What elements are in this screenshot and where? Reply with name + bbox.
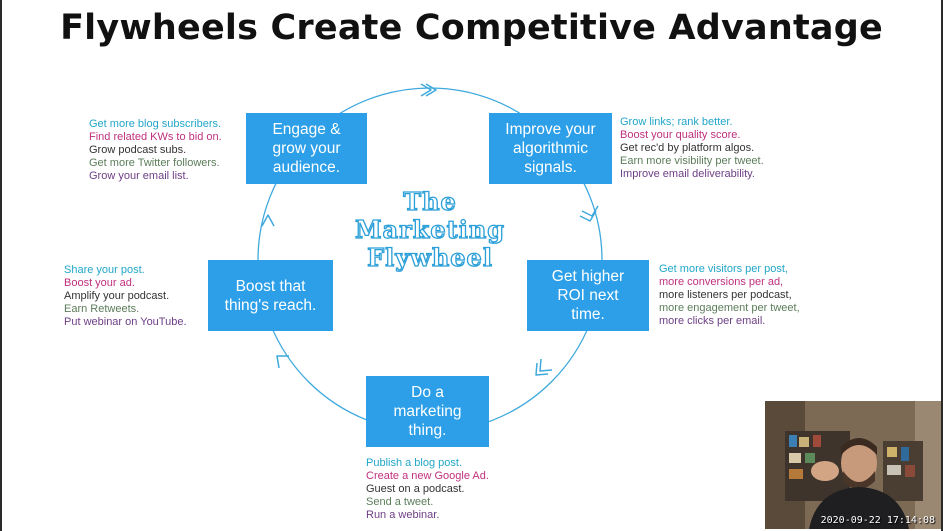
list-item: Grow your email list. <box>89 170 189 182</box>
box-engage: Engage & grow your audience. <box>246 113 367 184</box>
list-item: Run a webinar. <box>366 509 440 521</box>
ring-arrow-right-upper <box>579 205 599 222</box>
list-item: more engagement per tweet, <box>659 302 800 314</box>
left-edge-bar <box>0 0 2 531</box>
list-item: Boost your ad. <box>64 277 135 289</box>
box-boost: Boost that thing's reach. <box>208 260 333 331</box>
list-item: Grow links; rank better. <box>620 116 733 128</box>
box-do: Do a marketing thing. <box>366 376 489 447</box>
list-item: Guest on a podcast. <box>366 483 465 495</box>
list-item: Create a new Google Ad. <box>366 470 489 482</box>
list-item: Earn more visibility per tweet. <box>620 155 764 167</box>
list-item: Boost your quality score. <box>620 129 741 141</box>
list-item: Share your post. <box>64 264 145 276</box>
list-item: more listeners per podcast, <box>659 289 792 301</box>
webcam-timestamp: 2020-09-22 17:14:08 <box>820 515 935 526</box>
list-item: Get more visitors per post, <box>659 263 788 275</box>
list-item: Get more blog subscribers. <box>89 118 222 130</box>
list-item: Grow podcast subs. <box>89 144 187 156</box>
ring-arrow-right-lower <box>535 358 553 376</box>
list-do: Publish a blog post. Create a new Google… <box>366 457 489 522</box>
webcam-overlay: 2020-09-22 17:14:08 <box>765 401 941 529</box>
box-improve: Improve your algorithmic signals. <box>489 113 612 184</box>
right-edge-bar <box>941 0 943 531</box>
list-item: Get more Twitter followers. <box>89 157 220 169</box>
list-item: Put webinar on YouTube. <box>64 316 187 328</box>
list-item: Amplify your podcast. <box>64 290 170 302</box>
list-item: Get rec'd by platform algos. <box>620 142 755 154</box>
list-item: Send a tweet. <box>366 496 434 508</box>
webcam-feed-image <box>765 401 941 529</box>
list-roi: Get more visitors per post, more convers… <box>659 263 800 328</box>
list-item: more conversions per ad, <box>659 276 784 288</box>
ring-arrow-left-lower <box>276 355 289 369</box>
list-boost: Share your post. Boost your ad. Amplify … <box>64 264 187 329</box>
list-improve: Grow links; rank better. Boost your qual… <box>620 116 764 181</box>
list-item: Earn Retweets. <box>64 303 140 315</box>
flywheel-center-title: The Marketing Flywheel <box>354 187 506 272</box>
list-item: Improve email deliverability. <box>620 168 755 180</box>
box-roi: Get higher ROI next time. <box>527 260 649 331</box>
list-item: more clicks per email. <box>659 315 766 327</box>
list-item: Publish a blog post. <box>366 457 463 469</box>
ring-arrow-left-upper <box>261 214 275 227</box>
list-engage: Get more blog subscribers. Find related … <box>89 118 222 183</box>
ring-arrow-top <box>420 83 437 97</box>
list-item: Find related KWs to bid on. <box>89 131 222 143</box>
slide-title: Flywheels Create Competitive Advantage <box>60 8 883 48</box>
